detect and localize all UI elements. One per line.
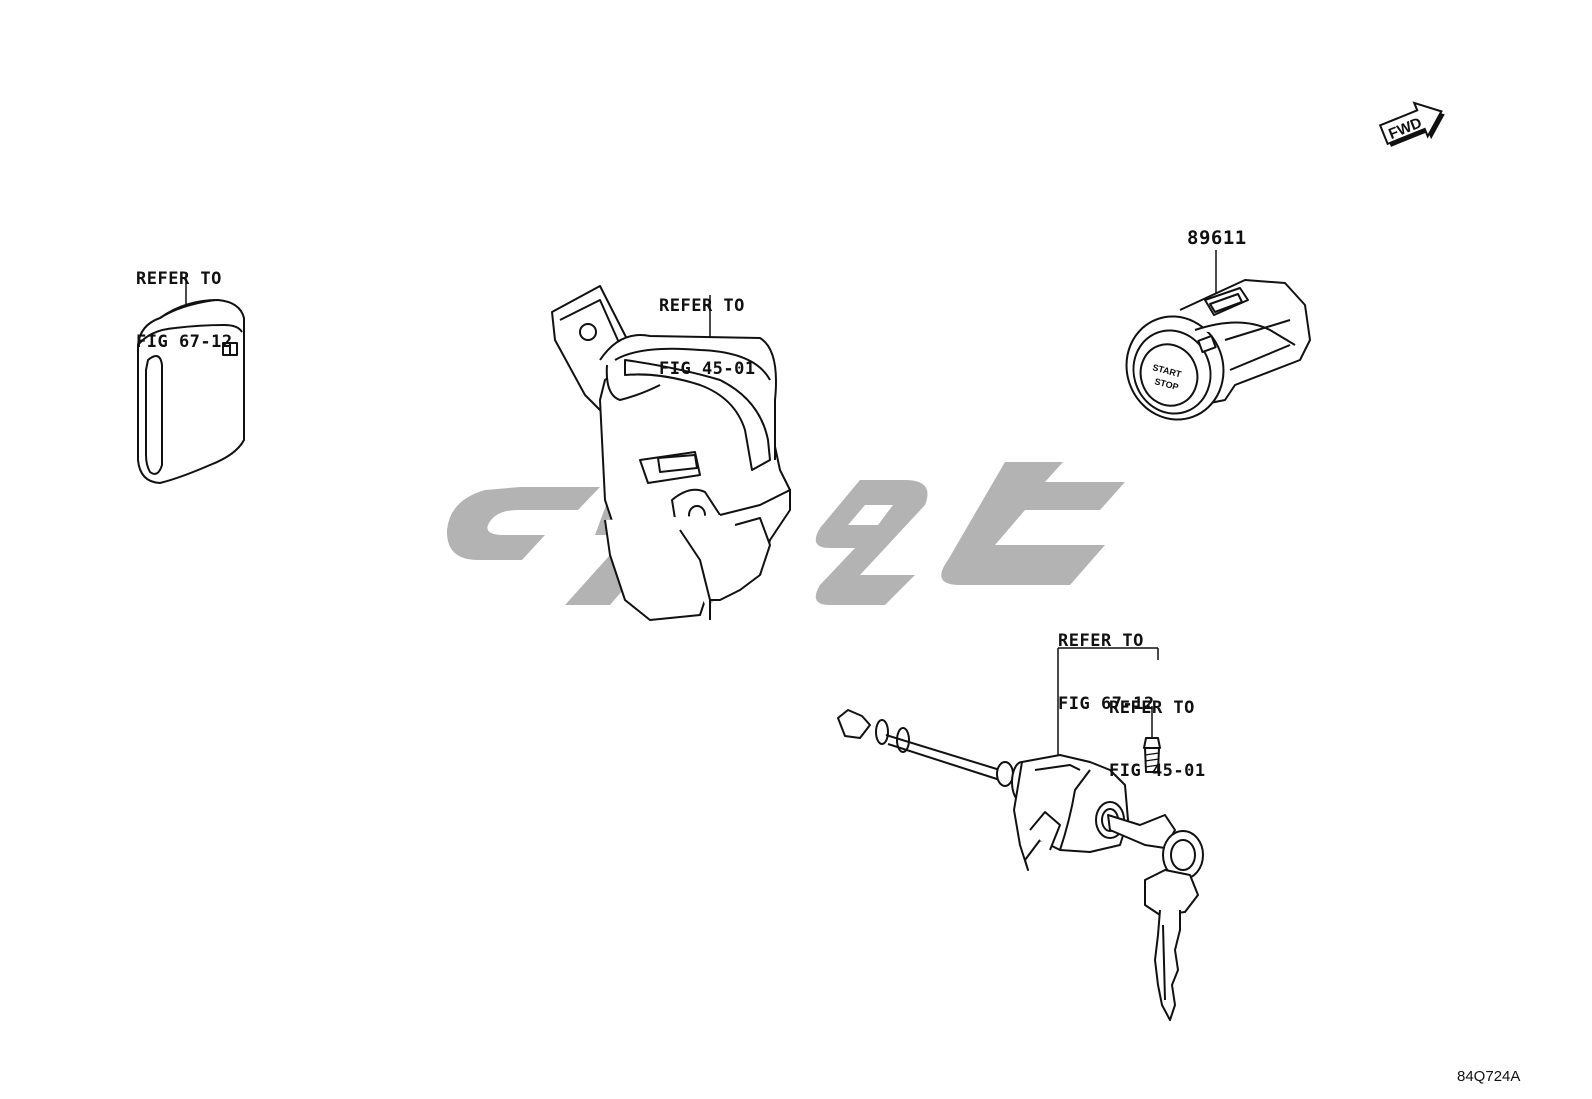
steering-lock-assembly	[551, 285, 791, 621]
door-lock-cylinder-set	[837, 647, 1204, 1021]
part-number-89611[interactable]: 89611	[1187, 227, 1247, 249]
smart-key-fob	[137, 275, 245, 484]
ref-line-1: REFER TO	[136, 269, 222, 289]
start-stop-switch: START STOP	[1125, 250, 1311, 421]
door-lock-reference-label-a: REFER TO FIG 67-12	[1058, 589, 1155, 757]
ref-line-1: REFER TO	[1109, 698, 1195, 718]
door-lock-reference-label-b: REFER TO FIG 45-01	[1109, 656, 1206, 824]
smart-key-reference-label: REFER TO FIG 67-12	[136, 227, 233, 395]
ref-line-1: REFER TO	[1058, 631, 1144, 651]
ref-line-2: FIG 67-12	[136, 332, 233, 352]
ref-line-2: FIG 45-01	[1109, 761, 1206, 781]
ref-line-2: FIG 45-01	[659, 359, 756, 379]
fwd-arrow-icon: FWD	[1378, 101, 1445, 147]
ref-line-2: FIG 67-12	[1058, 694, 1155, 714]
steering-lock-reference-label: REFER TO FIG 45-01	[659, 254, 756, 422]
ref-line-1: REFER TO	[659, 296, 745, 316]
drawing-code: 84Q724A	[1457, 1068, 1521, 1085]
